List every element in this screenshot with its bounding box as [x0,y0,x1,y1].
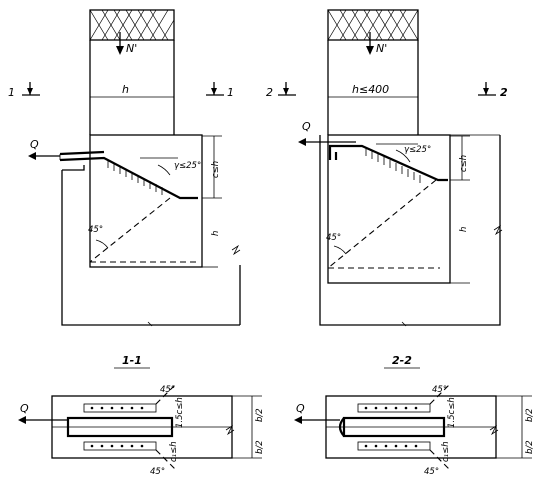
angle-bottom-label-right: 45° [326,233,341,243]
embedded-plate-right [328,144,448,182]
width-label-left: h [122,83,129,96]
dim-label-1-1-a: c₁≤h [169,441,179,462]
wall-body-left [89,134,203,268]
lower-frame-right [319,135,501,326]
embed-label-left: c≤h [211,161,221,178]
failure-cone-right [327,179,437,269]
section-mark-left-1: 1 [8,86,15,99]
column-hatched-head [89,9,175,41]
stud-dots-1-1 [90,406,144,448]
dim-label-1-1-b: 1.5c≤h [175,397,185,428]
lower-frame-left [61,170,240,326]
angle-top-label-left: γ≤25° [174,161,201,171]
plate-section-2-2 [342,416,446,438]
width-label-right: h≤400 [352,83,389,96]
angle-top-label-2-2: 45° [432,385,447,395]
wall-body-right [327,134,451,284]
dim-label-2-2-b: 1.5c≤h [447,397,457,428]
dim-label-2-2-a: c₁≤h [441,441,451,462]
half-bottom-2-2: b/2 [525,440,535,454]
embedded-plate-left [59,156,198,200]
angle-bottom-label-1-1: 45° [150,467,165,477]
arrowhead-icon [366,46,374,55]
column-hatching [89,9,175,41]
section-2-2: 2-2 Q 45° 45° c₁≤h 1.5c≤h b/2 b/2 [294,354,535,477]
right-elevation: N' 2 2 h≤400 Q γ≤25° [266,9,508,327]
force-label-right: N' [376,42,387,55]
plate-section-1-1 [66,416,174,438]
angle-top-label-1-1: 45° [160,385,175,395]
left-elevation: N' 1 1 h Q [8,9,241,327]
shear-label-left: Q [30,138,39,151]
angle-bottom-label-2-2: 45° [424,467,439,477]
stud-dots-2-2 [364,406,418,448]
embed-label-right: c≤h [459,155,469,172]
section-1-1: 1-1 Q 45° 45° c₁≤h 1.5c≤h b/2 b/2 [18,354,265,477]
arrowhead-icon [116,46,124,55]
depth-label-left: h [211,231,221,236]
column-hatched-head-right [327,9,419,41]
anchor-ticks-right [365,148,421,183]
shear-label-2-2: Q [296,402,305,415]
depth-label-right: h [459,227,469,232]
half-bottom-1-1: b/2 [255,440,265,454]
half-top-2-2: b/2 [525,408,535,422]
anchor-ticks-left [107,160,163,195]
section-mark-left-2: 2 [266,86,273,99]
angle-bottom-label-left: 45° [88,225,103,235]
shear-label-1-1: Q [20,402,29,415]
section-title-2-2: 2-2 [392,354,412,367]
force-label-left: N' [126,42,137,55]
section-title-1-1: 1-1 [122,354,142,367]
column-hatching-right [327,9,419,41]
section-mark-right-2: 2 [500,86,508,99]
section-mark-right-1: 1 [227,86,234,99]
angle-top-label-right: γ≤25° [404,145,431,155]
failure-cone-left [89,197,171,263]
half-top-1-1: b/2 [255,408,265,422]
shear-label-right: Q [302,120,311,133]
